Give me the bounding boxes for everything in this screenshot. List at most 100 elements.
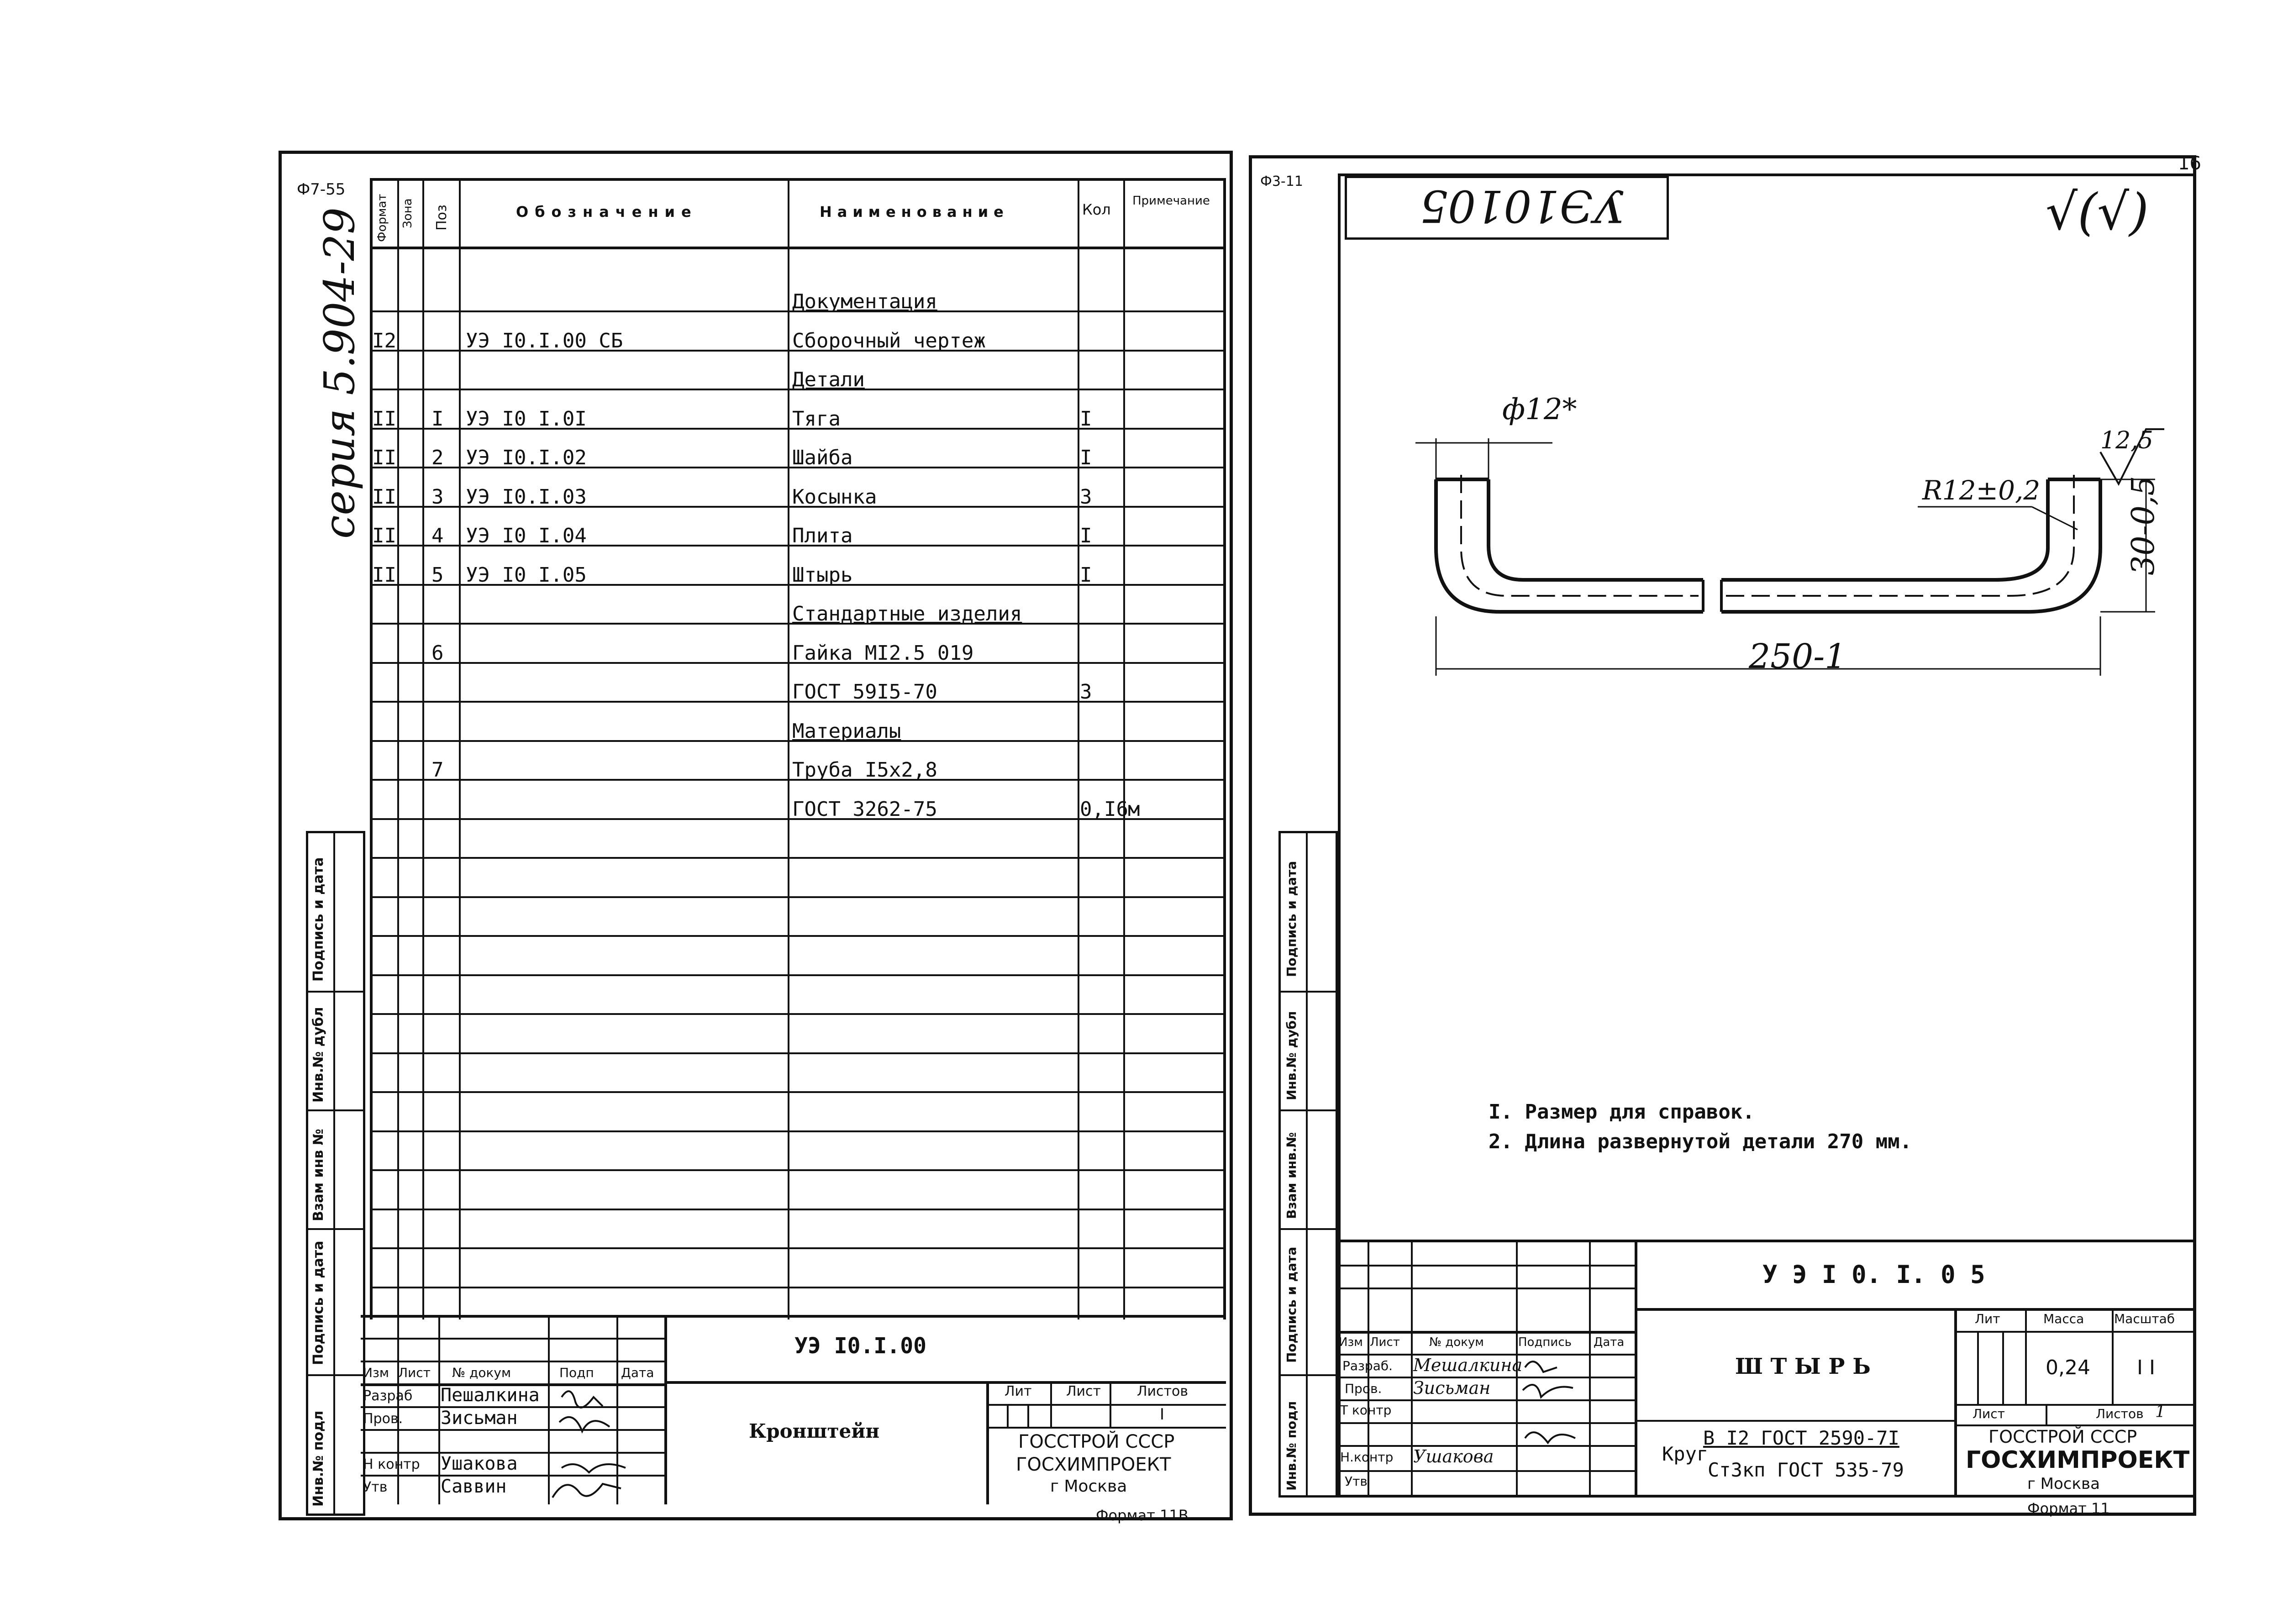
spec-cell-designation: УЭ I0 I.04 <box>466 524 587 547</box>
left-tb-col-list: Лист <box>398 1365 431 1380</box>
spec-cell-qty: 0,I6 <box>1080 797 1128 821</box>
spec-cell-name: Косынка <box>792 485 877 509</box>
spec-cell-qty: I <box>1080 407 1092 431</box>
left-tb-name-prov: Зисьман <box>441 1408 518 1429</box>
right-tb-role-tkontr: Т контр <box>1340 1403 1392 1418</box>
spec-cell-format: II <box>372 563 396 587</box>
right-tb-col-izm: Изм <box>1339 1335 1363 1349</box>
header-qty: Кол <box>1082 201 1111 218</box>
right-tb-name-razrab: Мешалкина <box>1413 1355 1523 1375</box>
right-tb-role-prov: Пров. <box>1345 1381 1382 1396</box>
right-tb-role-razrab: Разраб. <box>1342 1358 1393 1373</box>
spec-cell-name: ГОСТ 3262-75 <box>792 797 937 821</box>
spec-grid-line <box>370 935 1226 937</box>
dim-diameter: ф12* <box>1502 393 1577 426</box>
header-name: Наименование <box>820 203 1009 221</box>
note-1: I. Размер для справок. <box>1489 1100 1755 1124</box>
right-tb-sheets-value: 1 <box>2155 1403 2166 1421</box>
header-designation: Обозначение <box>516 203 698 221</box>
left-tb-doc-code: УЭ I0.I.00 <box>794 1333 926 1359</box>
right-tb-org-1: ГОССТРОЙ СССР <box>1988 1427 2137 1447</box>
right-tb-sheets: Листов <box>2096 1406 2144 1421</box>
spec-grid-line <box>370 896 1226 898</box>
drawing-frame <box>1338 173 2196 1498</box>
right-tb-name-nkontr: Ушакова <box>1413 1446 1494 1466</box>
spec-cell-name: Труба I5x2,8 <box>792 758 937 782</box>
spec-cell-name: Плита <box>792 524 853 547</box>
part-drawing <box>1415 428 2164 676</box>
dim-height: 30-0,5 <box>2125 476 2162 575</box>
right-title-block <box>1338 1240 2196 1498</box>
left-tb-sheet: Лист <box>1066 1383 1101 1399</box>
spec-cell-format: II <box>372 446 396 469</box>
spec-table <box>370 178 1226 1319</box>
right-stamp-podl: Инв.№ подл <box>1284 1401 1299 1491</box>
right-tb-material-prefix: Круг <box>1662 1443 1709 1465</box>
spec-grid-line <box>370 1286 1226 1288</box>
header-format: Формат <box>375 194 389 242</box>
spec-cell-name: Сборочный чертеж <box>792 329 986 352</box>
spec-cell-name: Документация <box>792 290 937 313</box>
spec-grid-line <box>370 310 1226 312</box>
left-tb-org-1: ГОССТРОЙ СССР <box>1018 1431 1175 1452</box>
spec-cell-qty: 3 <box>1080 485 1092 509</box>
spec-grid-line <box>370 1013 1226 1015</box>
right-tb-col-sign: Подпись <box>1518 1335 1572 1349</box>
spec-cell-name: ГОСТ 59I5-70 <box>792 680 937 704</box>
right-corner-label: Ф3-11 <box>1260 173 1303 189</box>
spec-grid-line <box>370 1130 1226 1132</box>
spec-grid-line <box>370 349 1226 352</box>
left-signatures <box>552 1390 626 1498</box>
stamp-code: УЭ10105 <box>1420 180 1625 231</box>
left-tb-org-3: г Москва <box>1050 1477 1127 1496</box>
spec-cell-designation: УЭ I0 I.0I <box>466 407 587 431</box>
left-tb-col-date: Дата <box>621 1365 654 1380</box>
spec-grid-line <box>370 974 1226 976</box>
spec-grid-line <box>370 1247 1226 1249</box>
left-tb-name-razrab: Пешалкина <box>441 1385 540 1406</box>
spec-cell-pos: 3 <box>431 485 444 509</box>
right-tb-org-3: г Москва <box>2027 1475 2100 1493</box>
spec-cell-pos: 6 <box>431 641 444 665</box>
right-tb-mass-value: 0,24 <box>2046 1356 2090 1379</box>
left-tb-role-utv: Утв <box>363 1479 388 1495</box>
right-tb-scale-label: Масштаб <box>2114 1311 2175 1326</box>
spec-cell-designation: УЭ I0.I.00 СБ <box>466 329 623 352</box>
header-note: Примечание <box>1132 194 1210 208</box>
left-tb-col-doc: № докум <box>452 1365 511 1380</box>
left-stamp-dubl: Инв.№ дубл <box>310 1007 326 1103</box>
spec-grid-line <box>370 545 1226 547</box>
left-side-stamp <box>306 831 365 1516</box>
right-tb-col-list: Лист <box>1370 1335 1400 1349</box>
right-stamp-vzam: Взам инв.№ <box>1284 1132 1299 1219</box>
dim-roughness: 12,5 <box>2100 427 2153 454</box>
header-zone: Зона <box>401 198 415 228</box>
dim-radius: R12±0,2 <box>1922 475 2041 506</box>
right-tb-doc-name: Ш Т Ы Р Ь <box>1735 1354 1871 1379</box>
left-tb-col-izm: Изм <box>363 1365 389 1380</box>
right-side-stamp <box>1278 831 1338 1498</box>
left-tb-lit: Лит <box>1005 1383 1032 1399</box>
left-tb-sheets-value: I <box>1160 1405 1165 1424</box>
spec-cell-pos: 5 <box>431 563 444 587</box>
right-tb-role-utv: Утв <box>1345 1474 1368 1489</box>
spec-cell-qty: I <box>1080 563 1092 587</box>
left-format-note: Формат 11В <box>1096 1507 1189 1524</box>
spec-cell-note: м <box>1128 797 1140 821</box>
left-stamp-vzam: Взам инв № <box>310 1129 326 1221</box>
left-title-block <box>361 1315 1226 1507</box>
spec-cell-format: II <box>372 407 396 431</box>
spec-cell-qty: I <box>1080 446 1092 469</box>
left-tb-name-nkontr: Ушакова <box>441 1453 518 1474</box>
right-stamp-signature-1: Подпись и дата <box>1284 861 1299 977</box>
right-tb-lit: Лит <box>1975 1311 2000 1326</box>
spec-cell-pos: 7 <box>431 758 444 782</box>
series-note: серия 5.904-29 <box>315 207 364 539</box>
left-stamp-podl: Инв.№ подл <box>310 1410 326 1507</box>
right-tb-role-nkontr: Н.контр <box>1340 1450 1394 1465</box>
left-stamp-signature-2: Подпись и дата <box>310 1240 326 1365</box>
left-stamp-signature-1: Подпись и дата <box>310 857 326 982</box>
spec-grid-line <box>370 389 1226 390</box>
spec-cell-qty: 3 <box>1080 680 1092 704</box>
spec-cell-qty: I <box>1080 524 1092 547</box>
